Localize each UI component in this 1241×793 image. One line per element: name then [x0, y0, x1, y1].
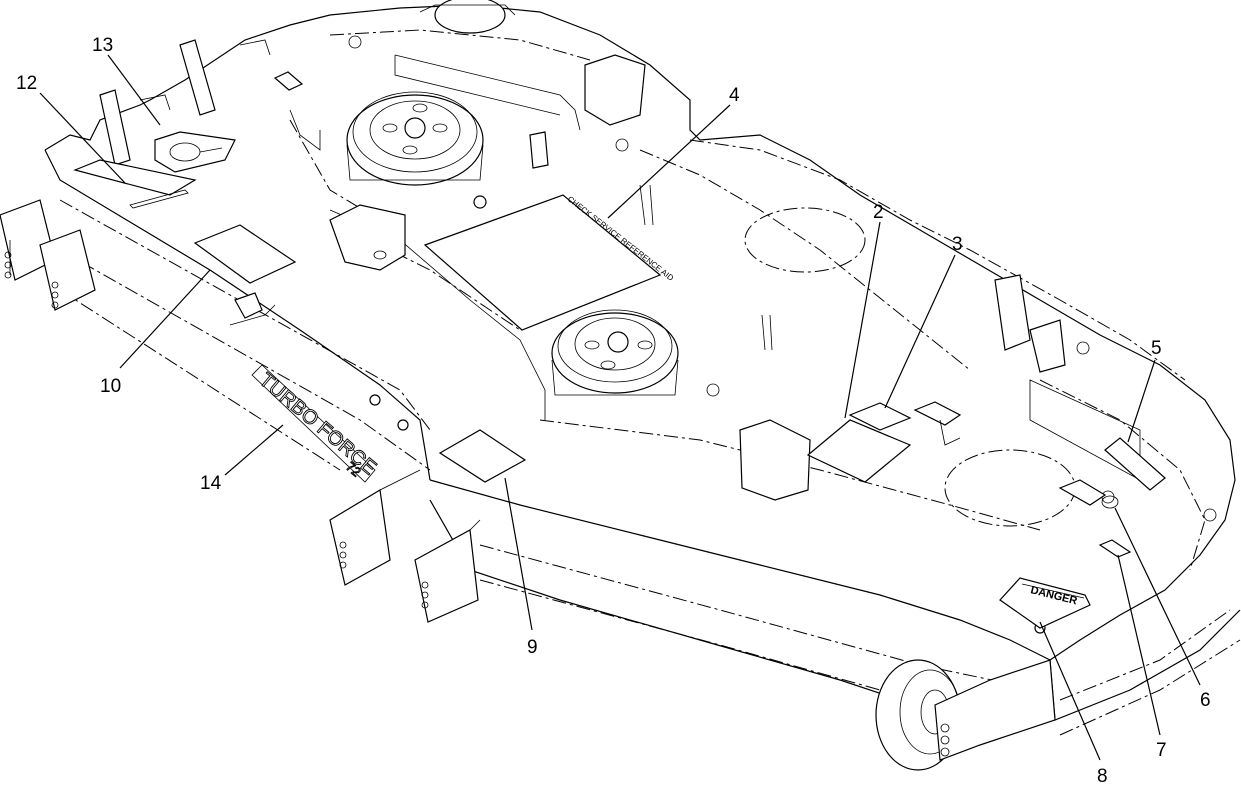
- decal-10-square: [193, 224, 297, 284]
- leader-9: [504, 477, 533, 631]
- callout-labels: 2 3 4 5 6 7 8 9 10 12 13 14: [16, 35, 1211, 787]
- rear-brackets: [99, 39, 271, 166]
- brand-stencil-text: TURBO FORCE: [255, 369, 381, 479]
- part-6-bracket: [1058, 479, 1119, 509]
- decal-12: [73, 159, 197, 209]
- rear-caster-wheel: [419, 0, 516, 34]
- decal-7-small: [1098, 539, 1132, 558]
- leader-lines: [39, 54, 1201, 761]
- decal-rear-small: [273, 71, 304, 91]
- left-front-brackets: [0, 199, 481, 623]
- callout-14: 14: [200, 473, 222, 494]
- right-pulley: [551, 309, 679, 396]
- leader-10: [119, 269, 211, 369]
- callout-9: 9: [527, 637, 538, 658]
- leader-5: [1127, 359, 1156, 443]
- callout-7: 7: [1156, 740, 1167, 761]
- decal-2-square: [806, 419, 912, 483]
- decal-5: [1104, 437, 1166, 491]
- callout-12: 12: [16, 73, 37, 94]
- callout-3: 3: [952, 234, 963, 255]
- leader-4: [607, 104, 731, 219]
- deck-fasteners: [348, 35, 1217, 634]
- danger-decal: DANGER: [999, 577, 1091, 629]
- leader-12: [39, 92, 126, 184]
- leader-2: [844, 221, 881, 419]
- decal-9-square: [438, 429, 527, 483]
- part-near-3: [913, 401, 962, 446]
- leader-14: [224, 424, 284, 476]
- callout-2: 2: [873, 202, 884, 223]
- callout-13: 13: [92, 35, 113, 56]
- brand-stencil: TURBO FORCE 72: [251, 364, 381, 483]
- grease-fitting: [229, 292, 276, 326]
- callout-10: 10: [100, 376, 121, 397]
- callout-6: 6: [1200, 690, 1211, 711]
- leader-6: [1114, 507, 1201, 686]
- decal-13-pentagon: [154, 131, 236, 173]
- callout-8: 8: [1097, 766, 1108, 787]
- left-pulley: [346, 91, 484, 186]
- decal-3-rectangle: [848, 402, 912, 431]
- leader-8: [1039, 621, 1101, 761]
- front-caster-wheel: [875, 659, 1056, 771]
- leader-7: [1117, 554, 1161, 736]
- callout-4: 4: [729, 85, 740, 106]
- callout-5: 5: [1151, 338, 1162, 359]
- service-reference-decal: CHECK SERVICE REFERENCE AID: [423, 194, 675, 331]
- deck-brackets: [289, 54, 1141, 501]
- leader-3: [884, 254, 956, 409]
- leader-13: [107, 54, 161, 126]
